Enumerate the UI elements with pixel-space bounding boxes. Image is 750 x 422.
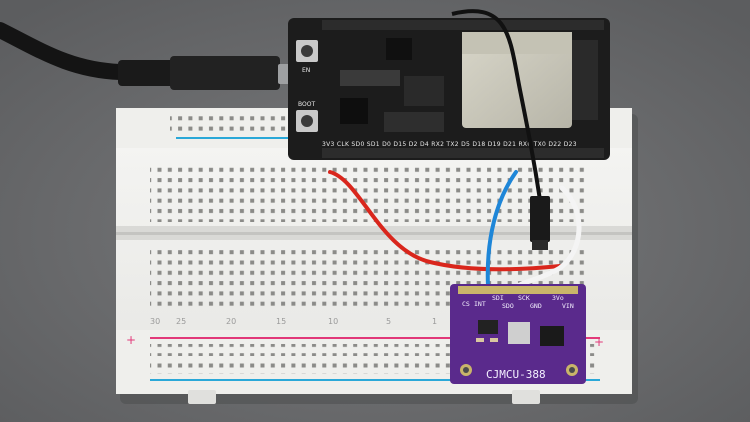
esp32-bottom-header <box>322 148 604 158</box>
sensor-label-cs: CS <box>462 300 470 308</box>
sensor-label-3vo: 3Vo <box>552 294 564 302</box>
breadboard-foot-left <box>188 390 216 404</box>
svg-text:1: 1 <box>432 317 437 326</box>
en-button[interactable] <box>296 40 318 62</box>
pressure-sensor-chip <box>508 322 530 344</box>
sensor-header <box>458 286 578 294</box>
svg-text:5: 5 <box>386 317 391 326</box>
blue-jumper-wire <box>485 170 518 288</box>
sensor-label-vin: VIN <box>562 302 574 310</box>
esp32-board: EN BOOT 3V3 CLK SD0 SD1 D0 D15 D2 D4 RX2… <box>288 18 610 160</box>
usb-uart-chip <box>340 98 368 124</box>
sensor-label-sck: SCK <box>518 294 530 302</box>
svg-text:25: 25 <box>176 317 186 326</box>
black-jumper-wire <box>451 9 550 250</box>
sensor-label-sdi: SDI <box>492 294 504 302</box>
svg-text:10: 10 <box>328 317 338 326</box>
boot-button[interactable] <box>296 110 318 132</box>
smd-parts <box>340 70 400 86</box>
white-jumper-wire <box>513 185 582 291</box>
sensor-label-gnd: GND <box>530 302 542 310</box>
boot-label: BOOT <box>298 101 315 108</box>
svg-text:30: 30 <box>150 317 160 326</box>
rail-plus-left: + <box>126 333 136 347</box>
regulator-chip <box>386 38 412 60</box>
svg-text:15: 15 <box>276 317 286 326</box>
sensor-board: CS INT SDI SDO SCK GND 3Vo VIN CJMCU-388 <box>450 284 586 384</box>
red-jumper-wire <box>328 170 562 272</box>
rail-plus-right: + <box>594 335 604 349</box>
en-label: EN <box>302 67 310 74</box>
sensor-board-name: CJMCU-388 <box>486 368 546 381</box>
esp32-top-header <box>322 20 604 30</box>
breadboard-foot-right <box>512 390 540 404</box>
esp32-bottom-pin-labels: 3V3 CLK SD0 SD1 D0 D15 D2 D4 RX2 TX2 D5 … <box>322 141 577 148</box>
sensor-label-int: INT <box>474 300 486 308</box>
usb-cable <box>0 22 300 90</box>
svg-text:20: 20 <box>226 317 236 326</box>
sensor-label-sdo: SDO <box>502 302 514 310</box>
